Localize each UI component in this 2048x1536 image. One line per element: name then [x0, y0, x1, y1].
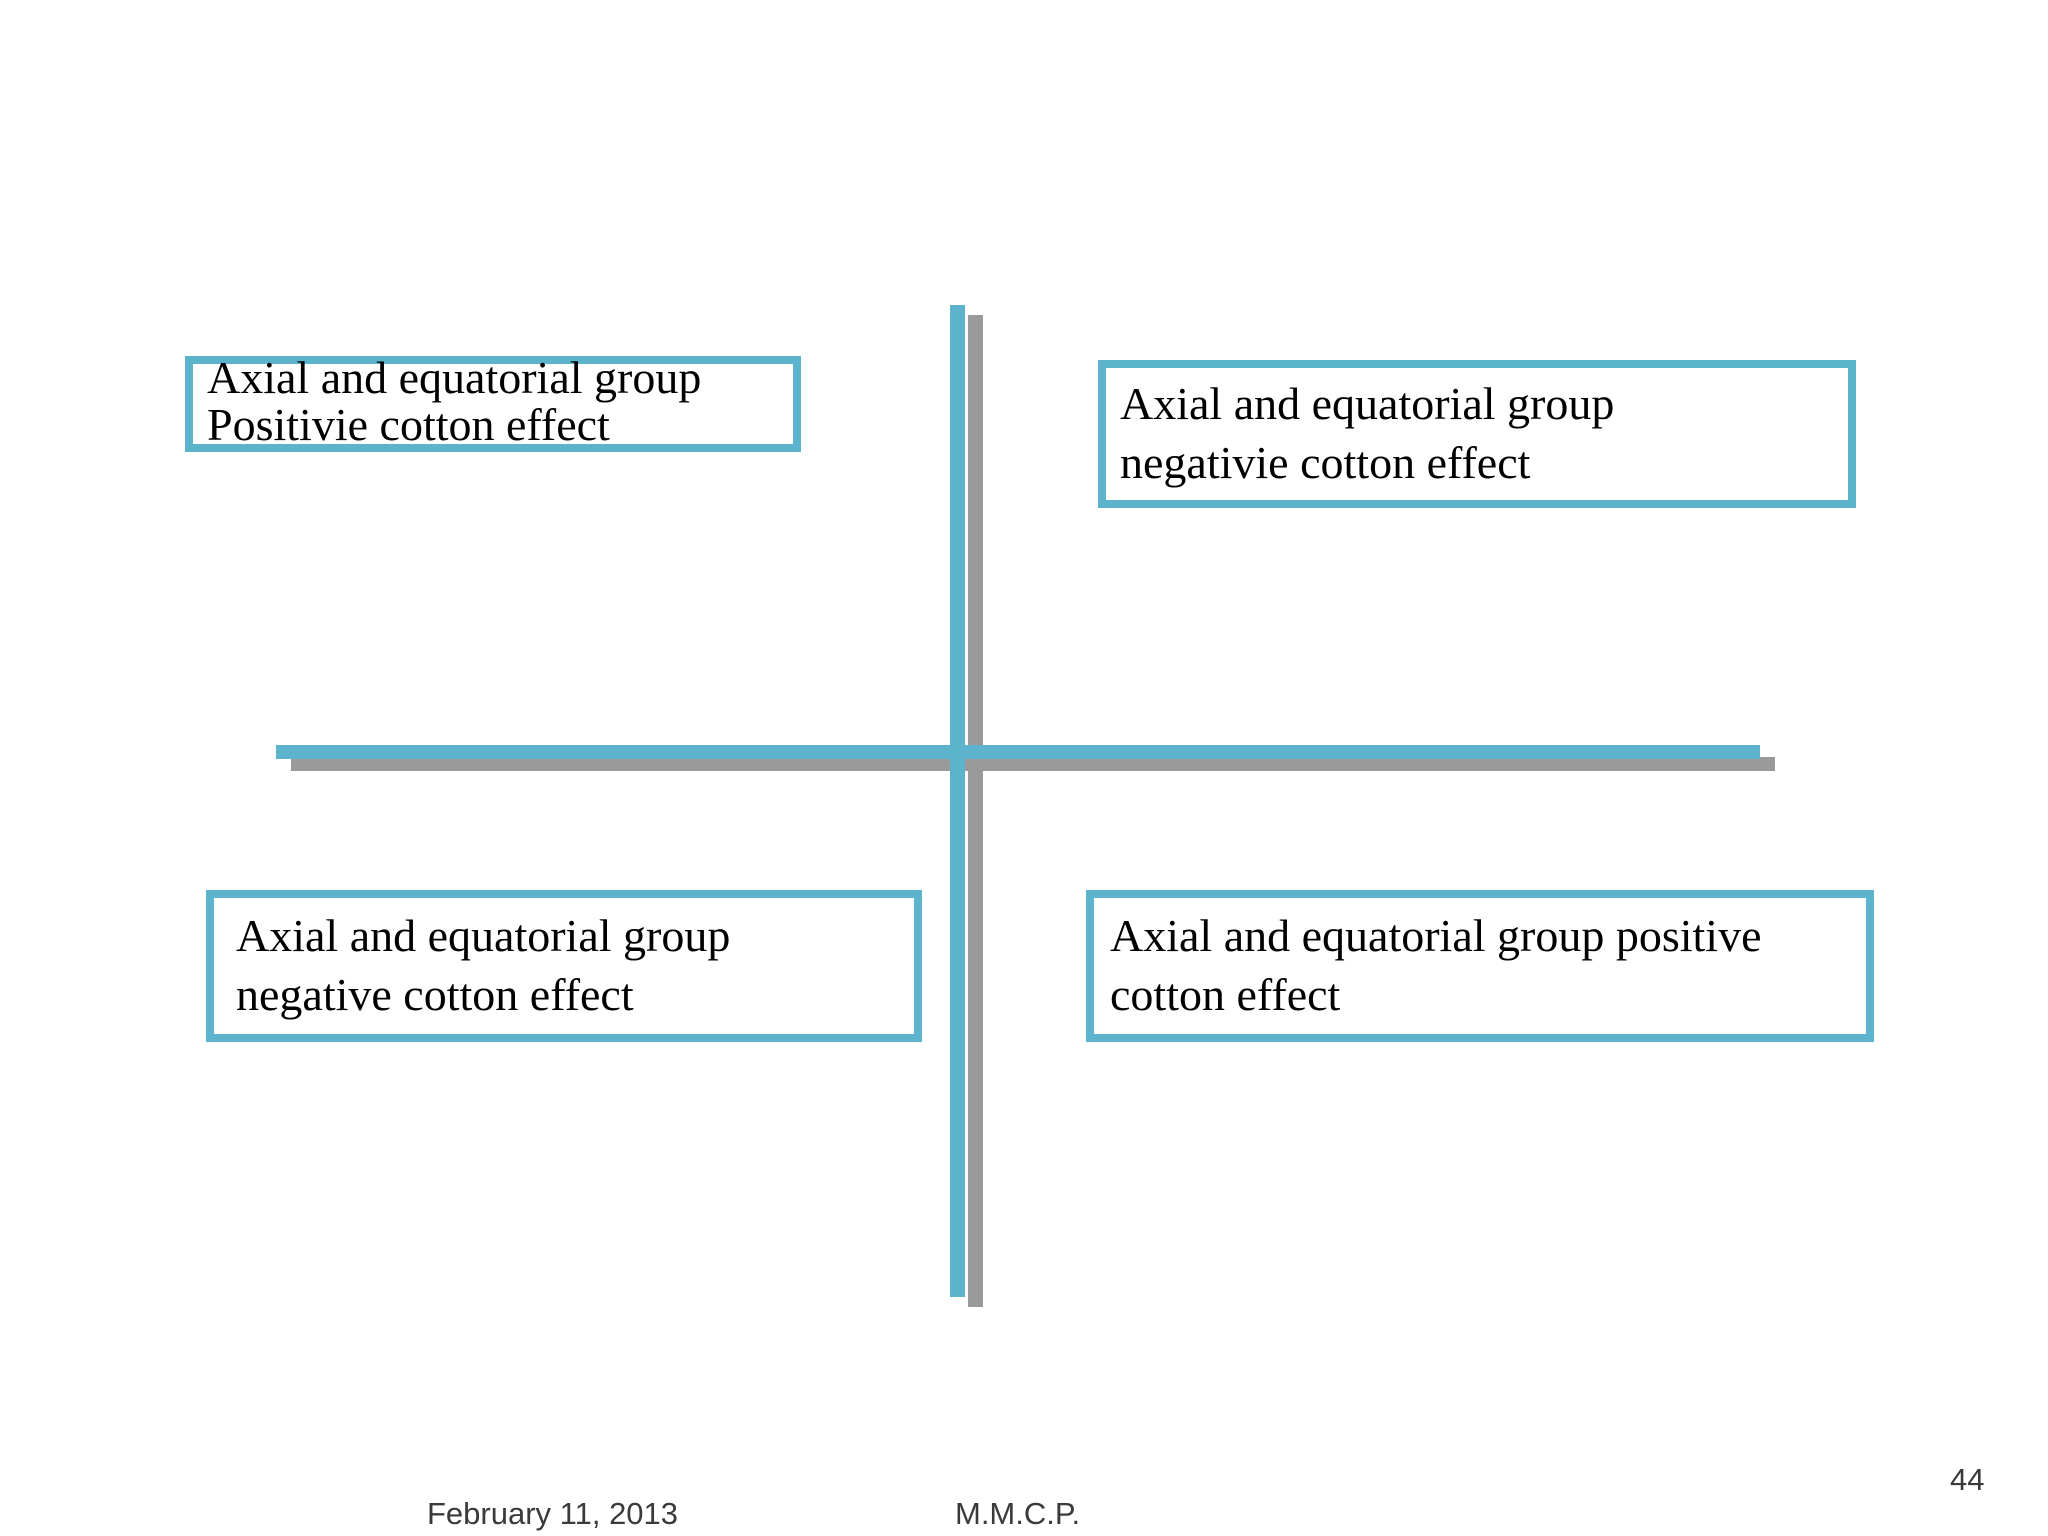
quadrant-box-bottom-right[interactable]: Axial and equatorial group positive cott… [1086, 890, 1874, 1042]
quadrant-label-top-right: Axial and equatorial group negativie cot… [1120, 378, 1615, 488]
quadrant-label-bottom-right: Axial and equatorial group positive cott… [1110, 910, 1762, 1020]
footer-date: February 11, 2013 [427, 1496, 679, 1531]
quadrant-label-top-left: Axial and equatorial group Positivie cot… [207, 352, 702, 450]
footer-organization: M.M.C.P. [955, 1496, 1081, 1531]
horizontal-axis-line [276, 745, 1760, 759]
quadrant-box-top-left[interactable]: Axial and equatorial group Positivie cot… [185, 352, 801, 452]
horizontal-axis-shadow [291, 757, 1775, 771]
quadrant-label-bottom-left: Axial and equatorial group negative cott… [236, 910, 731, 1020]
quadrant-box-top-right[interactable]: Axial and equatorial group negativie cot… [1098, 360, 1856, 508]
quadrant-box-bottom-left[interactable]: Axial and equatorial group negative cott… [206, 890, 922, 1042]
vertical-axis-line [950, 305, 965, 1297]
vertical-axis-shadow [968, 315, 983, 1307]
slide-number: 44 [1950, 1462, 1985, 1497]
